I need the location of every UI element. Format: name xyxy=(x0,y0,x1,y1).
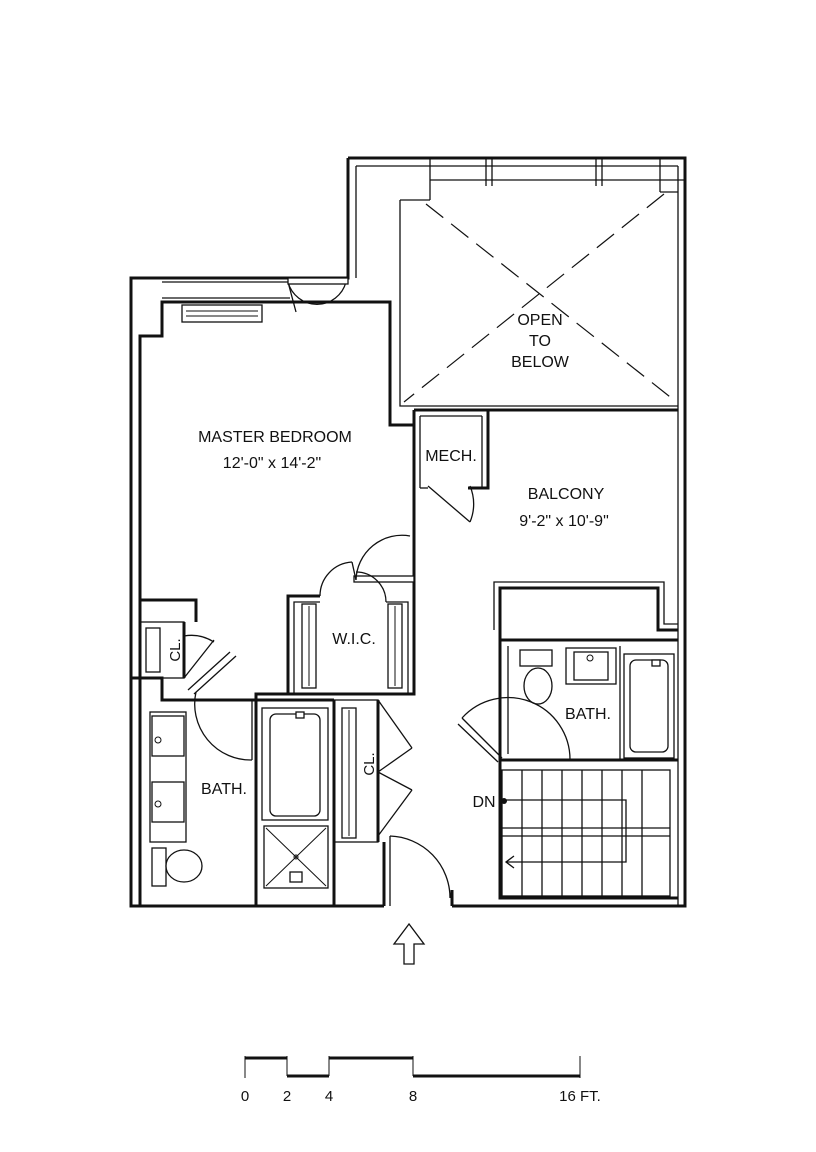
wic-door[interactable] xyxy=(319,534,411,603)
wic-label: W.I.C. xyxy=(332,631,376,648)
balcony-walls xyxy=(486,408,678,632)
bath-left xyxy=(138,700,258,906)
bath-right-label: BATH. xyxy=(565,706,611,723)
open-to-below-label-1: OPEN xyxy=(517,312,562,329)
walk-in-closet xyxy=(286,524,416,696)
closet-right-doors[interactable] xyxy=(377,699,413,837)
master-bedroom-dims: 12'-0" x 14'-2" xyxy=(223,455,321,472)
scale-tick-16: 16 FT. xyxy=(559,1088,601,1105)
bath-left-door[interactable] xyxy=(194,691,253,761)
stair-down-label: DN xyxy=(472,794,495,811)
master-bedroom-label: MASTER BEDROOM xyxy=(198,429,352,446)
closet-left-door[interactable] xyxy=(183,634,237,695)
bath-right-door[interactable] xyxy=(457,696,571,763)
entry-door[interactable] xyxy=(382,835,454,906)
open-to-below-label-3: BELOW xyxy=(511,354,570,371)
closet-left-label: CL. xyxy=(167,638,184,661)
scale-tick-4: 4 xyxy=(325,1088,333,1105)
mech-label: MECH. xyxy=(425,448,477,465)
bath-right xyxy=(498,630,678,762)
bath-left-label: BATH. xyxy=(201,781,247,798)
scale-tick-0: 0 xyxy=(241,1088,249,1105)
closet-right xyxy=(333,699,380,843)
scale-tick-8: 8 xyxy=(409,1088,417,1105)
open-to-below xyxy=(399,186,678,407)
staircase xyxy=(498,760,678,900)
shower-left xyxy=(263,825,329,889)
closet-right-label: CL. xyxy=(361,752,378,775)
balcony-label: BALCONY xyxy=(528,486,605,503)
mech-door[interactable] xyxy=(420,485,475,523)
bedroom-balcony-door[interactable] xyxy=(287,277,349,313)
open-to-below-label-2: TO xyxy=(529,333,551,350)
master-bedroom-walls xyxy=(138,281,416,622)
closet-left xyxy=(131,621,288,702)
mech-closet xyxy=(412,408,490,524)
scale-tick-2: 2 xyxy=(283,1088,291,1105)
upper-windows xyxy=(429,158,685,186)
entry-arrow-icon xyxy=(392,922,426,965)
balcony-dims: 9'-2" x 10'-9" xyxy=(519,513,609,530)
scale-bar xyxy=(244,1056,581,1078)
